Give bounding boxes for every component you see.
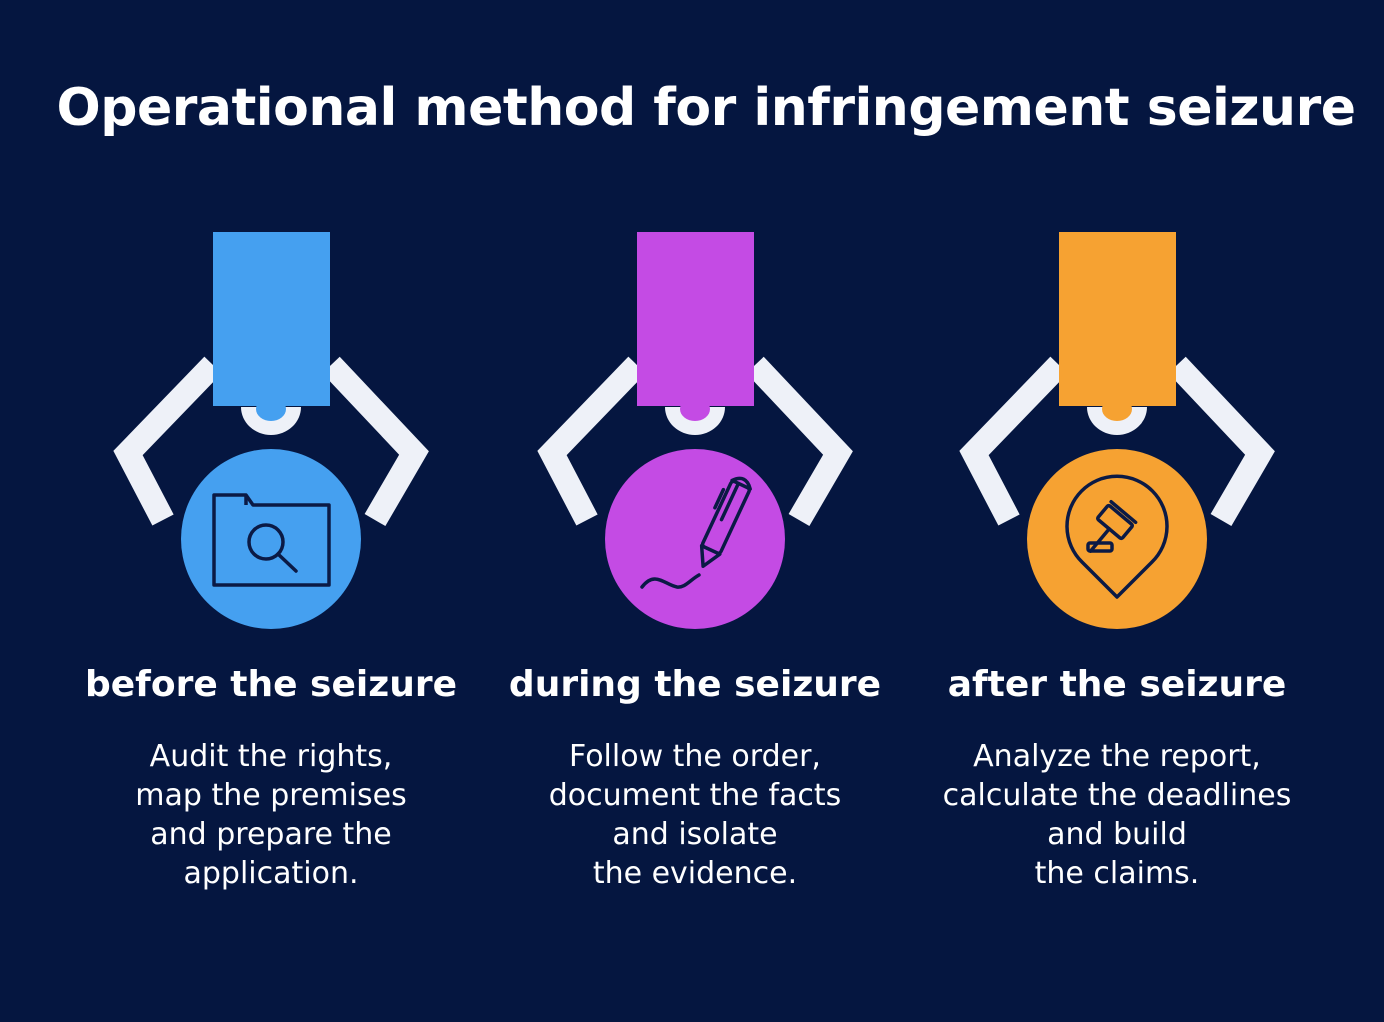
- claw-graphic-during: [537, 232, 853, 629]
- description-line: application.: [183, 856, 359, 891]
- step-title: after the seizure: [947, 664, 1287, 705]
- claw-right-arm: [1168, 356, 1275, 527]
- step-title: during the seizure: [508, 664, 882, 705]
- claw-right-arm: [322, 356, 429, 527]
- step-description: Audit the rights, map the premises and p…: [61, 737, 481, 893]
- claw-left-arm: [113, 356, 222, 526]
- claw-body: [637, 232, 754, 406]
- description-line: calculate the deadlines: [942, 778, 1292, 813]
- description-line: and isolate: [612, 817, 778, 852]
- gavel-pin-icon: [1065, 474, 1169, 599]
- step-during: during the seizure Follow the order, doc…: [485, 225, 905, 925]
- description-line: the evidence.: [592, 856, 798, 891]
- step-description: Follow the order, document the facts and…: [485, 737, 905, 893]
- description-line: the claims.: [1034, 856, 1200, 891]
- folder-search-icon: [212, 493, 331, 587]
- description-line: and prepare the: [150, 817, 392, 852]
- description-line: Audit the rights,: [149, 739, 393, 774]
- pen-signature-icon: [640, 476, 752, 589]
- claw-graphic-before: [113, 232, 429, 629]
- step-circle: [605, 449, 785, 629]
- claw-left-arm: [959, 356, 1068, 526]
- description-line: and build: [1047, 817, 1187, 852]
- step-before: before the seizure Audit the rights, map…: [61, 225, 481, 925]
- claw-right-arm: [746, 356, 853, 527]
- description-line: map the premises: [135, 778, 407, 813]
- description-line: Analyze the report,: [973, 739, 1261, 774]
- description-line: document the facts: [548, 778, 842, 813]
- claw-graphic-after: [959, 232, 1275, 629]
- description-line: Follow the order,: [569, 739, 821, 774]
- claw-left-arm: [537, 356, 646, 526]
- step-circle: [181, 449, 361, 629]
- step-after: after the seizure Analyze the report, ca…: [907, 225, 1327, 925]
- step-title: before the seizure: [84, 664, 457, 705]
- claw-body: [1059, 232, 1176, 406]
- page-title: Operational method for infringement seiz…: [56, 78, 1356, 138]
- claw-body: [213, 232, 330, 406]
- step-circle: [1027, 449, 1207, 629]
- step-description: Analyze the report, calculate the deadli…: [907, 737, 1327, 893]
